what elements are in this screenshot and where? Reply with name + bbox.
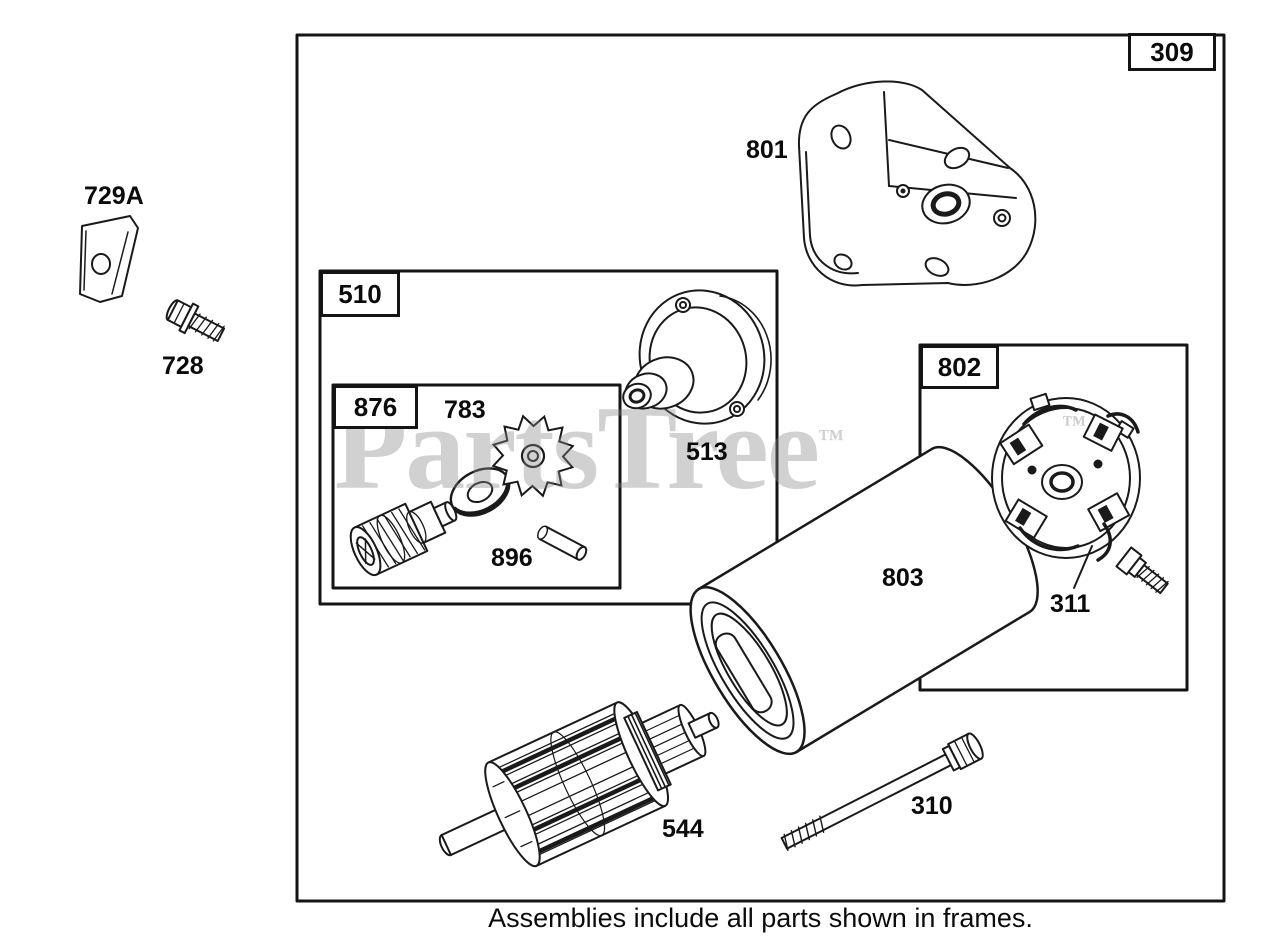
part-876-washer-drawing: [449, 467, 511, 517]
part-803-motor-housing-drawing: [689, 446, 1039, 756]
part-label-544: 544: [662, 815, 704, 843]
frame-876-border: [331, 383, 622, 590]
frame-label-309: 309: [1128, 33, 1216, 71]
part-label-896: 896: [491, 544, 533, 572]
part-label-803: 803: [882, 564, 924, 592]
frame-510-border: [318, 269, 779, 606]
part-311-brush-plate-drawing: [991, 392, 1169, 595]
part-label-513: 513: [686, 438, 728, 466]
part-label-801: 801: [746, 136, 788, 164]
frame-309-border: [295, 33, 1226, 903]
frame-label-876: 876: [333, 385, 418, 429]
frame-label-802: 802: [920, 345, 999, 389]
assemblies-caption: Assemblies include all parts shown in fr…: [488, 903, 1033, 933]
frame-label-510: 510: [320, 271, 400, 317]
part-label-310: 310: [911, 792, 953, 820]
part-783-gear-drawing: [491, 414, 575, 498]
part-label-783: 783: [444, 396, 486, 424]
part-311-leader-line: [1073, 545, 1093, 589]
part-513-gear-housing-drawing: [622, 289, 772, 425]
part-310-bolt-drawing: [780, 732, 984, 852]
part-728-screw-drawing: [165, 299, 226, 342]
part-544-armature-drawing: [438, 701, 720, 868]
part-label-728: 728: [162, 352, 204, 380]
part-label-729a: 729A: [84, 182, 144, 210]
part-801-end-cap-drawing: [797, 80, 1037, 287]
part-311-terminal-stud: [1115, 546, 1169, 595]
part-876-clutch-drawing: [349, 500, 458, 577]
part-896-pin-drawing: [537, 525, 588, 561]
part-label-311: 311: [1050, 590, 1091, 618]
part-729a-bracket-drawing: [79, 215, 139, 303]
